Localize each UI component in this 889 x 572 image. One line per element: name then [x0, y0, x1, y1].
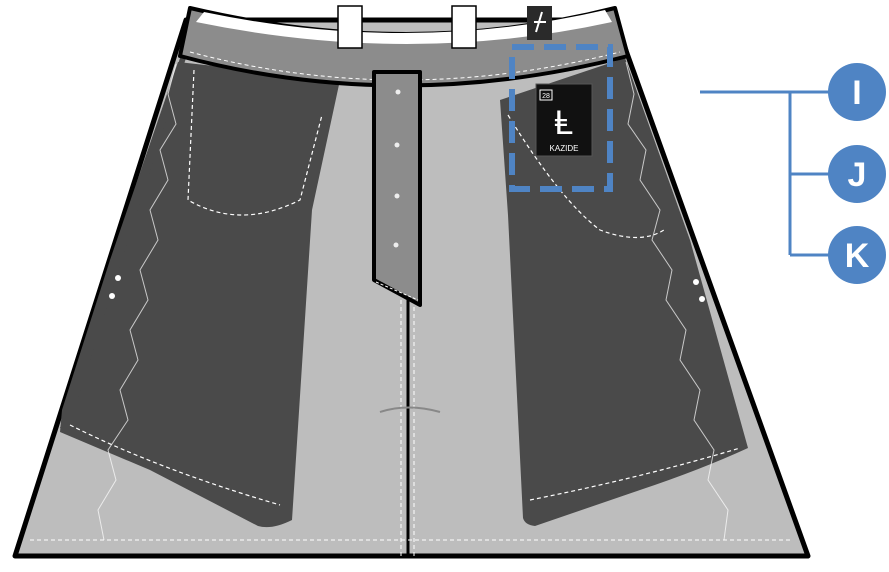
button-2	[394, 142, 400, 148]
left-patch-stitch	[69, 424, 281, 506]
waistband-topstitch	[189, 51, 621, 81]
callout-k: K	[828, 226, 886, 284]
callout-j-text: J	[848, 156, 867, 194]
left-pocket-stitch	[187, 69, 323, 216]
left-rivet-1	[115, 275, 121, 281]
callout-j: J	[828, 145, 886, 203]
label-size-text: 28	[542, 93, 550, 100]
callout-i-text: I	[852, 74, 861, 112]
highlight-box	[509, 44, 613, 192]
label-brand-text: KAZIDE	[550, 144, 579, 153]
fly-overlock	[375, 281, 419, 301]
callout-k-text: K	[845, 237, 870, 275]
right-rivet-1	[693, 279, 699, 285]
center-dart-mark	[379, 406, 441, 413]
back-label-glyph	[534, 11, 546, 33]
right-rivet-2	[699, 296, 705, 302]
right-pocket-stitch	[507, 114, 665, 239]
button-4	[393, 242, 399, 248]
callout-connectors	[700, 90, 830, 257]
left-side-overlock	[97, 63, 177, 541]
left-side-seam-band	[60, 58, 186, 430]
belt-loop-left	[337, 5, 363, 49]
brand-label: 28 Ⱡ KAZIDE	[535, 83, 593, 157]
button-3	[394, 193, 400, 199]
label-logo: Ⱡ	[555, 104, 574, 142]
callout-i: I	[828, 63, 886, 121]
right-side-overlock	[625, 61, 729, 541]
left-dark-panel	[60, 62, 340, 528]
waistband-inner	[196, 10, 612, 44]
fly-placket	[372, 70, 422, 307]
right-dark-panel	[500, 58, 748, 526]
belt-loop-right	[451, 5, 477, 49]
right-patch-stitch	[529, 447, 741, 501]
button-1	[395, 89, 401, 95]
left-rivet-2	[109, 293, 115, 299]
